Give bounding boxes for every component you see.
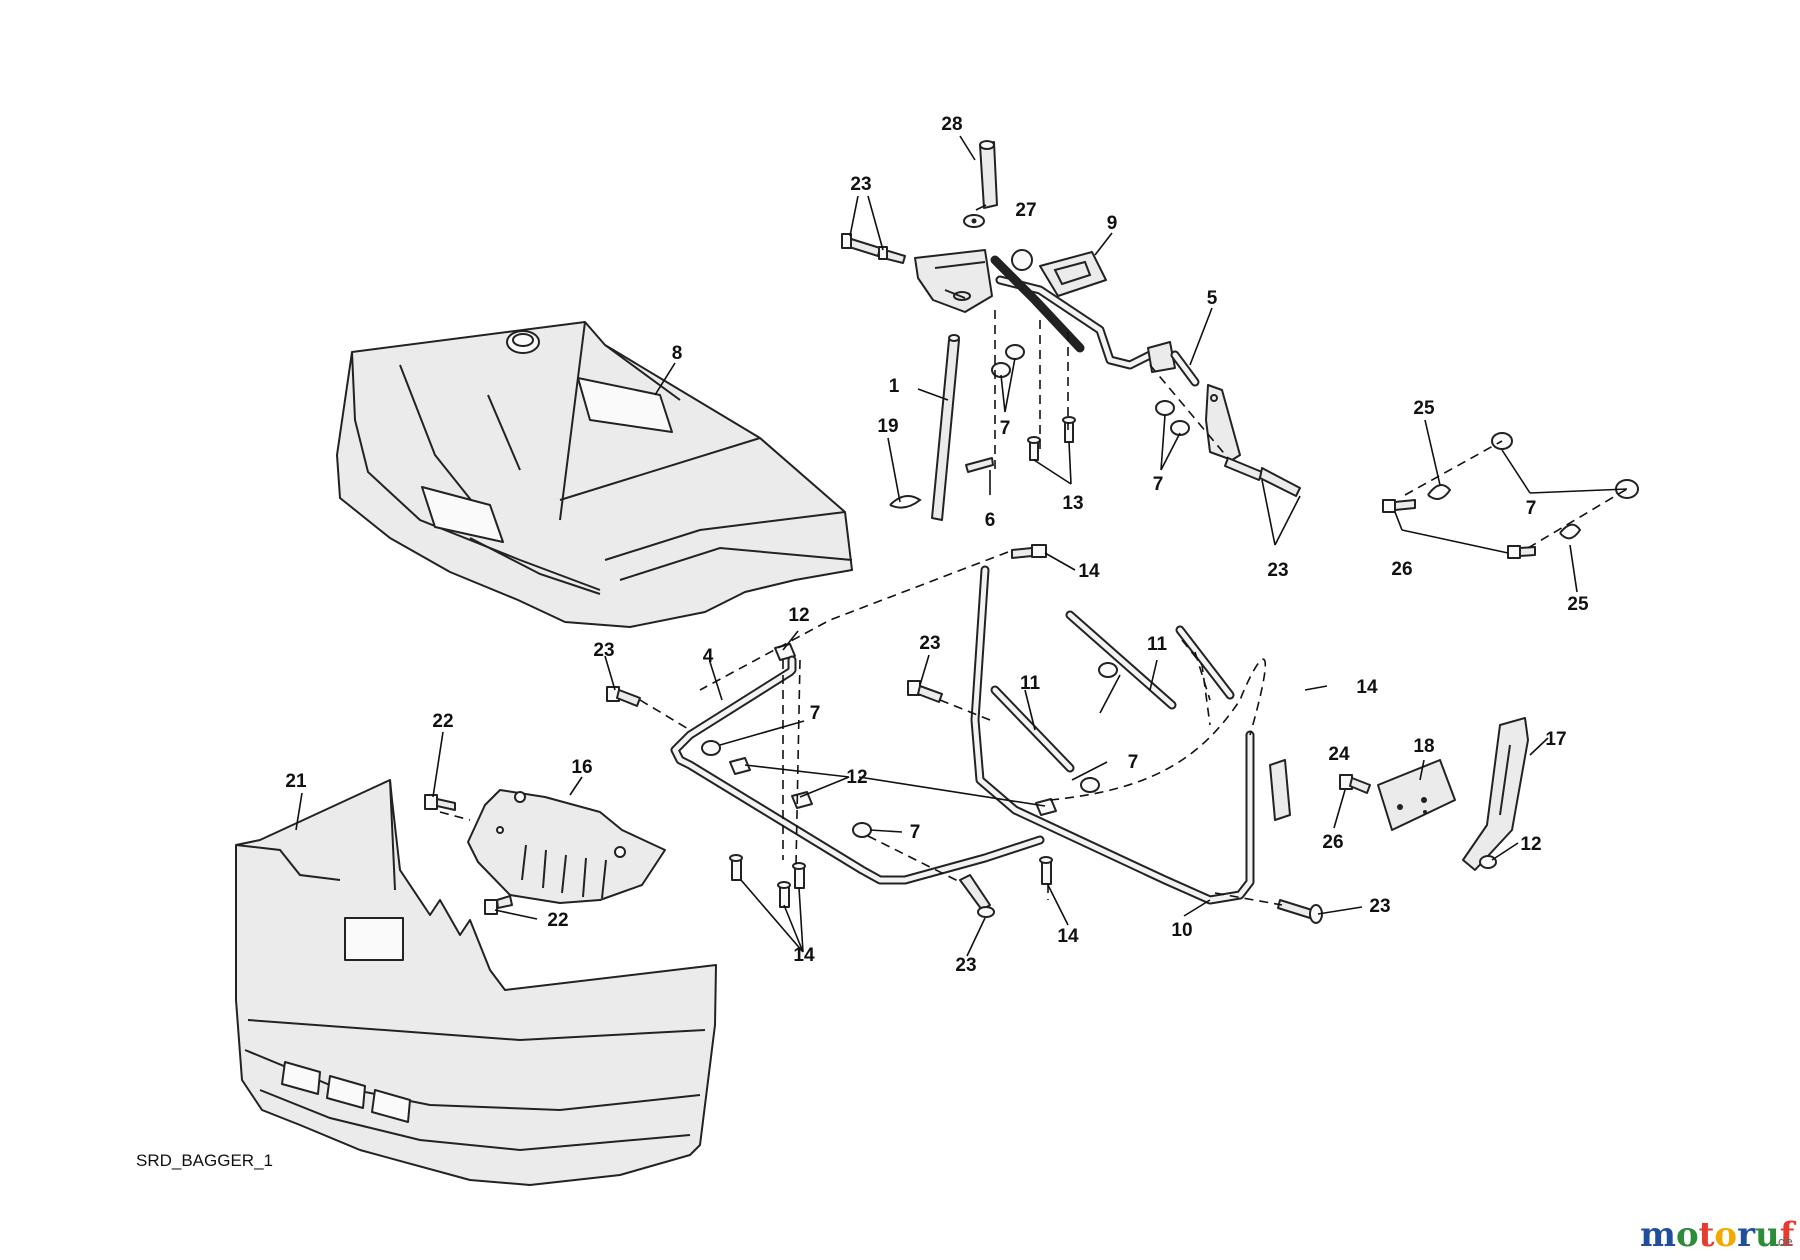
callout-21: 21 — [285, 771, 307, 792]
callout-23: 23 — [919, 633, 940, 654]
hardware — [424, 233, 1639, 924]
callout-23: 23 — [850, 174, 871, 195]
callout-labels: 28 27 23 9 8 5 1 19 7 6 13 7 23 25 7 26 … — [285, 114, 1589, 976]
callout-14: 14 — [1078, 561, 1100, 582]
callout-23: 23 — [1369, 896, 1390, 917]
callout-7: 7 — [1000, 418, 1011, 439]
callout-27: 27 — [1015, 200, 1036, 221]
callout-16: 16 — [571, 757, 592, 778]
callout-11: 11 — [1147, 634, 1168, 655]
part-8-upper-bag-cover — [336, 321, 853, 628]
callout-8: 8 — [672, 343, 683, 364]
callout-12: 12 — [846, 767, 867, 788]
callout-19: 19 — [877, 416, 898, 437]
top-lever-assembly — [914, 140, 1241, 521]
callout-7: 7 — [910, 822, 921, 843]
callout-26: 26 — [1322, 832, 1343, 853]
callout-14: 14 — [793, 945, 815, 966]
callout-9: 9 — [1107, 213, 1118, 234]
bagger-frame-tubes — [670, 565, 1255, 905]
callout-24: 24 — [1328, 744, 1350, 765]
svg-text:motoruf: motoruf — [1640, 1215, 1797, 1255]
watermark-logo: motoruf .de — [1640, 1215, 1797, 1255]
callout-26: 26 — [1391, 559, 1412, 580]
callout-12: 12 — [788, 605, 809, 626]
callout-7: 7 — [810, 703, 821, 724]
callout-23: 23 — [955, 955, 976, 976]
callout-10: 10 — [1171, 920, 1192, 941]
callout-4: 4 — [703, 646, 714, 667]
callout-22: 22 — [432, 711, 453, 732]
callout-7: 7 — [1526, 498, 1537, 519]
leader-lines — [295, 135, 1628, 957]
callout-25: 25 — [1567, 594, 1589, 615]
watermark-suffix: .de — [1774, 1235, 1793, 1249]
callout-18: 18 — [1413, 736, 1434, 757]
callout-7: 7 — [1153, 474, 1164, 495]
callout-17: 17 — [1545, 729, 1566, 750]
callout-13: 13 — [1062, 493, 1083, 514]
callout-1: 1 — [889, 376, 900, 397]
callout-23: 23 — [1267, 560, 1288, 581]
callout-14: 14 — [1356, 677, 1378, 698]
callout-23: 23 — [593, 640, 614, 661]
callout-11: 11 — [1020, 673, 1041, 694]
callout-28: 28 — [941, 114, 962, 135]
part-21-lower-bag — [235, 779, 717, 1186]
callout-5: 5 — [1207, 288, 1218, 309]
callout-22: 22 — [547, 910, 568, 931]
callout-25: 25 — [1413, 398, 1435, 419]
assembly-lines — [439, 310, 1628, 906]
callout-6: 6 — [985, 510, 996, 531]
callout-12: 12 — [1520, 834, 1541, 855]
part-16-deflector-plate — [467, 789, 666, 904]
callout-7: 7 — [1128, 752, 1139, 773]
diagram-code: SRD_BAGGER_1 — [136, 1151, 273, 1170]
callout-14: 14 — [1057, 926, 1079, 947]
